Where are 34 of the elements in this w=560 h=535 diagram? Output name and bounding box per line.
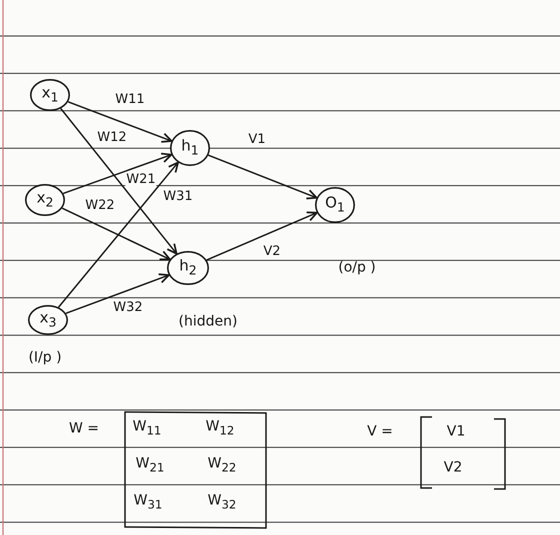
arrow — [58, 162, 179, 308]
neuron-label: x$_{1}$ — [42, 84, 58, 106]
neuron-label: h$_{2}$ — [179, 258, 197, 278]
arrow — [63, 152, 172, 194]
arrow — [62, 208, 171, 260]
matrix-name: V = — [367, 424, 393, 440]
neuron-circle — [167, 251, 209, 285]
neuron-circle — [25, 184, 65, 216]
matrix-entry: W$_{32}$ — [208, 494, 236, 512]
neuron-label: x$_{3}$ — [40, 310, 56, 330]
neuron-circle — [28, 305, 68, 335]
arrow — [68, 101, 172, 143]
matrix-entry: W$_{12}$ — [206, 420, 234, 438]
neuron-label: h$_{1}$ — [181, 138, 199, 158]
layer-label: (hidden) — [178, 314, 238, 330]
layer-label: (o/p ) — [338, 260, 376, 276]
arrow — [60, 108, 178, 255]
matrix-entry: W$_{11}$ — [132, 420, 162, 438]
arrow — [206, 212, 318, 261]
edge-label: W21 — [125, 173, 157, 187]
matrix-entry: V1 — [446, 424, 466, 440]
matrix-name: W = — [68, 422, 100, 436]
matrix-entry: W$_{22}$ — [208, 456, 236, 476]
matrix-entry: W$_{21}$ — [136, 456, 164, 476]
arrow — [66, 273, 170, 314]
matrix-entry: W$_{31}$ — [134, 494, 162, 512]
neuron-circle — [30, 79, 70, 111]
neuron-circle — [170, 130, 210, 166]
neuron-circle — [315, 187, 355, 223]
arrow — [208, 154, 318, 200]
matrix-entry: V2 — [444, 460, 462, 476]
neuron-label: O$_{1}$ — [325, 194, 345, 216]
layer-label: (I/p ) — [28, 350, 62, 366]
neuron-label: x$_{2}$ — [36, 190, 54, 210]
